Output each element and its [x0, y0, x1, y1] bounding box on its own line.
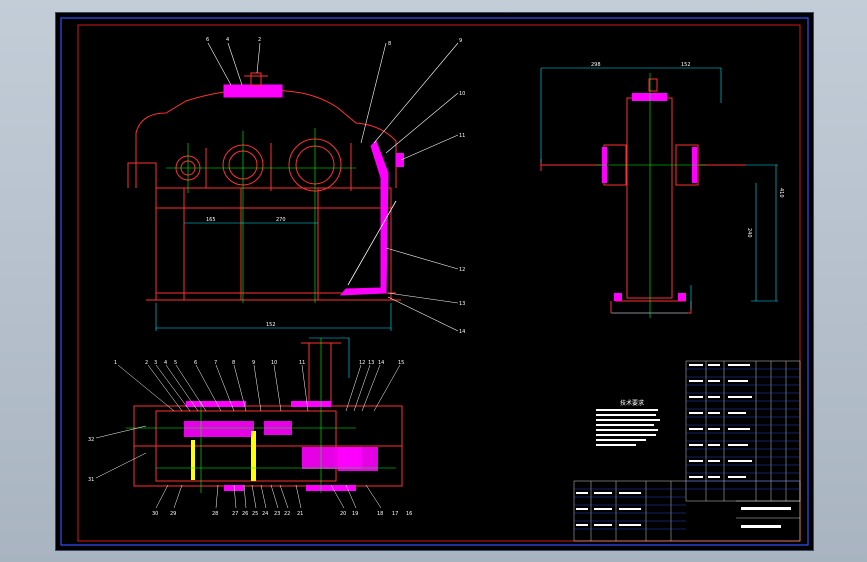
front-leaders: [207, 42, 459, 332]
front-centerlines: [166, 128, 356, 303]
assembly-drawing: 165 270 152 6 4 2 8 9: [60, 17, 809, 546]
callout-plan-27: 27: [232, 511, 238, 517]
dim-inner-mid: 270: [276, 217, 286, 223]
parts-list-rows: [574, 368, 800, 530]
callout-front-6: 10: [459, 91, 465, 97]
callout-plan-2: 2: [145, 360, 148, 366]
callout-plan-11: 11: [299, 360, 305, 366]
callout-plan-5: 5: [174, 360, 177, 366]
technical-notes: 技术要求: [596, 399, 660, 446]
callout-plan-21: 21: [297, 511, 303, 517]
callout-plan-9: 9: [252, 360, 255, 366]
dim-side-inner: 240: [746, 228, 752, 238]
dim-overall-length: 152: [266, 322, 276, 328]
callout-front-5: 9: [459, 38, 462, 44]
front-view: [127, 88, 401, 301]
callout-plan-23: 23: [274, 511, 280, 517]
parts-list-text-blocks: [576, 364, 791, 528]
front-dimensions: [155, 222, 392, 331]
dim-side-top-left: 298: [591, 62, 601, 68]
inspection-cover: [223, 72, 283, 98]
callout-plan-6: 6: [194, 360, 197, 366]
dim-side-top-right: 152: [681, 62, 691, 68]
drawing-canvas[interactable]: 165 270 152 6 4 2 8 9: [55, 12, 814, 551]
plan-callouts-top: 1 2 3 4 5 6 7 8 9 10 11 12 13 14 15: [114, 360, 404, 366]
callout-plan-22: 22: [284, 511, 290, 517]
plan-dimensions: [309, 337, 350, 378]
callout-front-10: 14: [459, 329, 465, 335]
plan-callouts-left: 32 31: [88, 437, 94, 483]
callout-plan-32: 32: [88, 437, 94, 443]
side-view: [540, 97, 746, 314]
callout-front-1: 6: [206, 37, 209, 43]
callout-plan-12: 12: [359, 360, 365, 366]
callout-front-4: 8: [388, 41, 391, 47]
callout-front-3: 2: [258, 37, 261, 43]
callout-plan-16: 16: [406, 511, 412, 517]
oil-gauge-bracket: [339, 140, 404, 296]
callout-plan-1: 1: [114, 360, 117, 366]
side-centerlines: [596, 73, 706, 318]
callout-plan-31: 31: [88, 477, 94, 483]
side-dimensions: [540, 67, 778, 314]
callout-plan-25: 25: [252, 511, 258, 517]
callout-plan-14: 14: [378, 360, 384, 366]
callout-front-9: 13: [459, 301, 465, 307]
callout-plan-7: 7: [214, 360, 217, 366]
plan-gear-sections: [184, 401, 378, 491]
plan-callouts-bottom: 30 29 28 27 26 25 24 23 22 21 20 19 18 1…: [152, 511, 412, 517]
callout-plan-29: 29: [170, 511, 176, 517]
callout-plan-8: 8: [232, 360, 235, 366]
callout-front-2: 4: [226, 37, 229, 43]
plan-leaders: [95, 364, 401, 509]
callout-plan-17: 17: [392, 511, 398, 517]
callout-plan-28: 28: [212, 511, 218, 517]
callout-plan-19: 19: [352, 511, 358, 517]
side-parts: [602, 78, 697, 301]
parts-list-table: [573, 360, 801, 542]
dim-side-height: 410: [778, 188, 784, 198]
callout-plan-26: 26: [242, 511, 248, 517]
dim-inner-left: 165: [206, 217, 216, 223]
callout-plan-3: 3: [154, 360, 157, 366]
callout-plan-24: 24: [262, 511, 268, 517]
callout-plan-30: 30: [152, 511, 158, 517]
plan-centerlines: [126, 338, 396, 493]
callout-front-7: 11: [459, 133, 465, 139]
callout-plan-18: 18: [377, 511, 383, 517]
notes-title: 技术要求: [620, 399, 644, 407]
callout-plan-13: 13: [368, 360, 374, 366]
outer-border-blue: [60, 17, 809, 546]
front-callouts: 6 4 2 8 9 10 11 12 13 14: [206, 37, 465, 335]
callout-plan-10: 10: [271, 360, 277, 366]
callout-plan-15: 15: [398, 360, 404, 366]
drawing-frame: [77, 24, 801, 542]
callout-plan-20: 20: [340, 511, 346, 517]
callout-plan-4: 4: [164, 360, 167, 366]
callout-front-8: 12: [459, 267, 465, 273]
